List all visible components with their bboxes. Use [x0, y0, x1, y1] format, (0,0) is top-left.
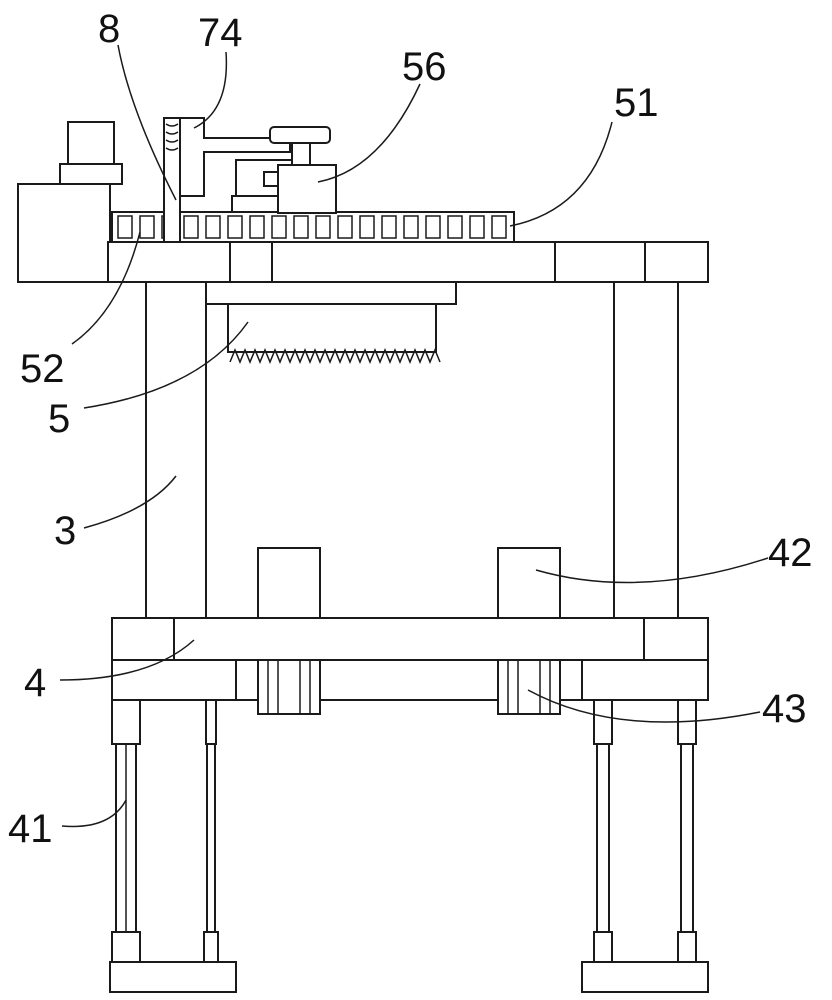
leader-3	[83, 475, 177, 529]
slider-stem	[291, 142, 311, 166]
leader-41	[61, 799, 127, 828]
leg-cylinder	[596, 743, 610, 933]
rack-tooth	[227, 215, 243, 239]
rack-teeth	[117, 215, 507, 239]
rack-tooth	[425, 215, 441, 239]
rack-tooth	[447, 215, 463, 239]
leg-foot-sleeve	[677, 931, 697, 965]
leader-43	[527, 689, 761, 723]
rack-tooth	[183, 215, 199, 239]
saw-teeth	[229, 348, 441, 364]
rack-tooth	[315, 215, 331, 239]
leg-foot-sleeve	[203, 931, 219, 965]
slider-body	[277, 164, 337, 214]
lower-plate-bottom	[111, 659, 709, 701]
slider-base	[231, 195, 279, 213]
leader-4	[59, 639, 195, 681]
rack-tooth	[249, 215, 265, 239]
rack-tooth	[271, 215, 287, 239]
motor-top-block	[67, 121, 115, 165]
leader-5	[83, 321, 249, 409]
label-4: 4	[24, 661, 46, 705]
label-41: 41	[8, 807, 53, 851]
saw-mount-plate	[205, 281, 457, 305]
label-56: 56	[402, 45, 447, 89]
rack-tooth	[491, 215, 507, 239]
leader-51	[509, 121, 613, 227]
right-foot-plate	[581, 961, 709, 993]
leg-cylinder	[206, 743, 216, 933]
leader-52	[71, 231, 141, 345]
lower-plate-top	[111, 617, 709, 661]
leader-56	[317, 83, 421, 183]
label-3: 3	[54, 509, 76, 553]
lower-plate-blocks	[257, 547, 561, 619]
leg-sleeve	[205, 699, 217, 745]
rack-tooth	[205, 215, 221, 239]
label-51: 51	[614, 81, 659, 125]
label-52: 52	[20, 347, 65, 391]
leg-sleeve	[593, 699, 613, 745]
leg-cylinder	[680, 743, 694, 933]
left-foot-plate	[109, 961, 237, 993]
motor-base-block	[17, 183, 111, 283]
saw-blade-body	[227, 303, 437, 353]
lower-table	[111, 617, 709, 701]
saw-tooth-edge	[229, 348, 441, 364]
slider-assembly	[231, 126, 337, 214]
rack-tooth	[469, 215, 485, 239]
guide-blocks	[257, 659, 561, 715]
rack-tooth	[403, 215, 419, 239]
rack-tooth	[381, 215, 397, 239]
rack-tooth	[337, 215, 353, 239]
label-8: 8	[98, 7, 120, 51]
label-74: 74	[198, 11, 243, 55]
saw-assembly	[205, 281, 457, 364]
frame-columns	[145, 282, 679, 618]
label-43: 43	[762, 687, 807, 731]
top-table	[107, 241, 709, 283]
clamp-block-right	[497, 547, 561, 619]
rack-tooth	[359, 215, 375, 239]
leg-foot-sleeve	[111, 931, 141, 965]
label-42: 42	[768, 531, 813, 575]
rack-tooth	[117, 215, 133, 239]
motor-assembly	[17, 121, 123, 283]
label-5: 5	[48, 397, 70, 441]
leg-foot-sleeve	[593, 931, 613, 965]
leader-lines	[59, 44, 769, 828]
leg-sleeve	[111, 699, 141, 745]
spring-coil	[165, 123, 179, 151]
reference-labels: 8 74 56 51 52 5 3 42 4 43 41	[8, 7, 813, 851]
rack-tooth	[139, 215, 155, 239]
tool-arm	[179, 117, 291, 197]
leader-42	[535, 557, 769, 584]
slider-tab	[263, 171, 279, 187]
clamp-block-left	[257, 547, 321, 619]
slider-knob	[269, 126, 331, 144]
top-table-plate	[107, 241, 709, 283]
leader-74	[193, 51, 228, 129]
leader-8	[117, 44, 177, 201]
rack-tooth	[293, 215, 309, 239]
legs	[109, 699, 709, 993]
motor-mid-block	[59, 163, 123, 185]
